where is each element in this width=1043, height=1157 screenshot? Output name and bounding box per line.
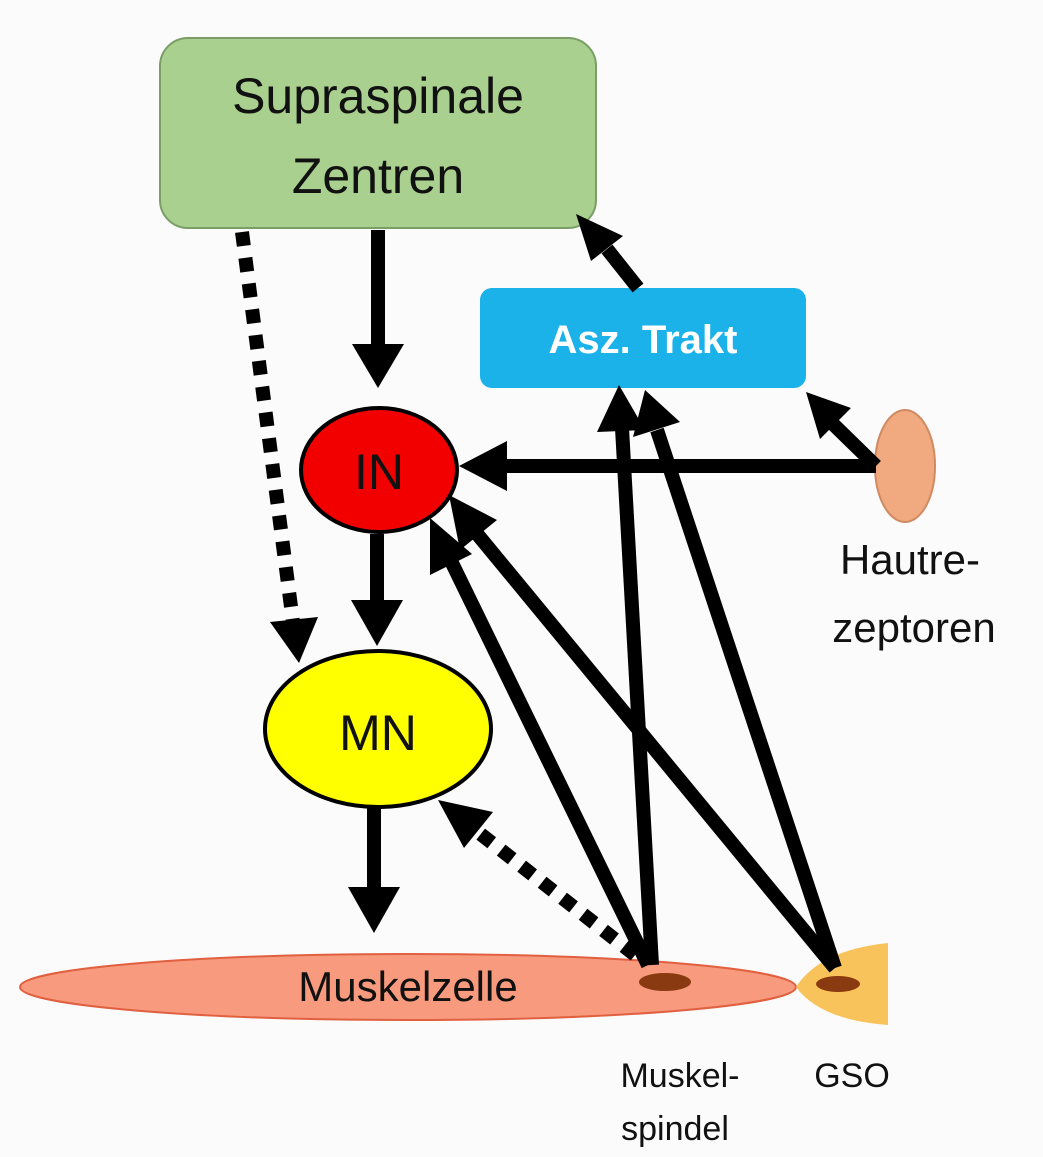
muskelzelle-label: Muskelzelle [298,963,517,1010]
arrow-spindle-to-in [445,559,655,969]
arrow-in-to-mn-head [351,600,403,646]
arrow-spindle-to-trakt [615,427,659,966]
arrow-spindle-to-mn-dotted [473,826,640,961]
gso-receptor [816,976,860,992]
arrow-skin-to-in-head [459,441,507,491]
gso-label: GSO [814,1057,890,1095]
interneuron-node [299,406,459,534]
interneuron-label: IN [354,444,404,500]
arrow-supraspinal-to-mn-head [270,617,318,663]
arrow-gso-to-trakt [650,427,842,971]
muskelspindel-node [639,973,691,991]
supraspinal-centers-node [159,37,597,229]
supraspinal-label-line1: Supraspinale [232,68,524,124]
arrow-spindle-to-in-head [430,518,472,575]
skin-receptor-node [874,409,936,523]
arrow-mn-to-muskelzelle-head [348,887,400,933]
skin-receptor-label-line1: Hautre- [840,536,980,583]
arrow-supraspinal-to-in-head [352,344,404,388]
arrow-trakt-to-supraspinal-head [576,214,623,261]
arrow-gso-to-in-head [449,495,497,550]
muskelspindel-label-line2: spindel [621,1110,729,1148]
supraspinal-label-line2: Zentren [292,148,464,204]
ascending-tract-node [480,288,806,388]
arrow-skin-to-trakt-head [806,392,851,439]
arrow-gso-to-in [472,530,841,973]
ascending-tract-label: Asz. Trakt [549,318,738,362]
arrow-gso-to-trakt-head [633,390,680,437]
arrow-skin-to-trakt [828,418,881,472]
arrow-spindle-to-mn-head [438,800,493,848]
skin-receptor-label-line2: zeptoren [832,604,995,651]
arrow-trakt-to-supraspinal [601,244,644,293]
arrow-spindle-to-trakt-head [597,385,645,432]
muskelspindel-label-line1: Muskel- [620,1057,739,1095]
motoneuron-label: MN [339,705,417,761]
arrow-supraspinal-to-mn-dotted [235,231,300,623]
